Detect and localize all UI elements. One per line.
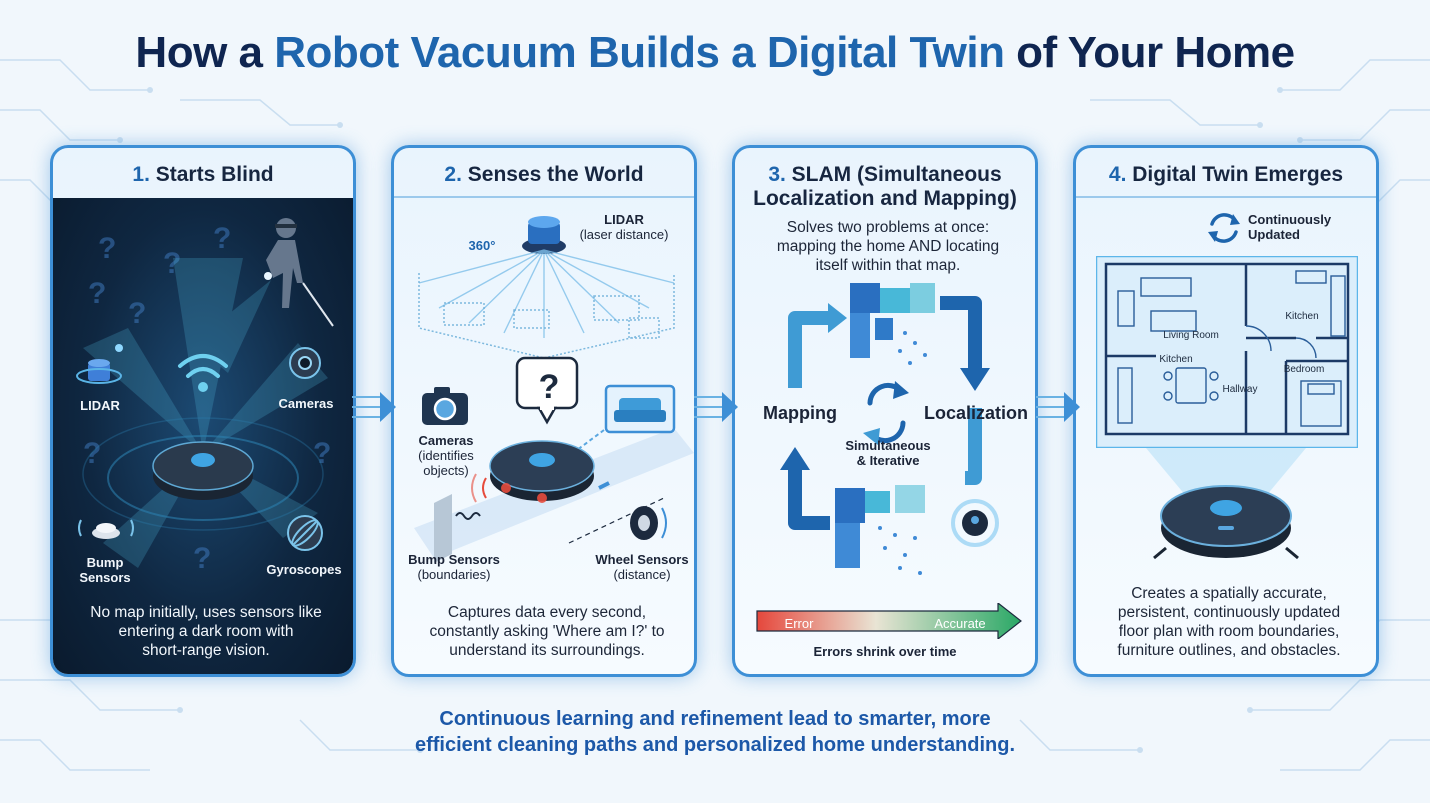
panel-4-header: 4. Digital Twin Emerges [1076, 163, 1376, 187]
wifi-icon [178, 354, 228, 392]
room-bedroom: Bedroom [1283, 364, 1325, 375]
camera-icon [422, 387, 468, 425]
room-hallway: Hallway [1222, 384, 1258, 395]
footer-line-1: Continuous learning and refinement lead … [439, 708, 991, 730]
panel-3-title-line-2: Localization and Mapping) [753, 187, 1017, 210]
panel-4-description: Creates a spatially accurate, persistent… [1117, 585, 1341, 659]
panel-1-title: Starts Blind [155, 163, 274, 186]
svg-text:?: ? [163, 247, 181, 280]
errors-shrink-caption: Errors shrink over time [813, 644, 957, 659]
lidar-label: LIDAR [80, 398, 120, 413]
sofa-detection-icon [568, 384, 676, 457]
panel-2-header: 2. Senses the World [394, 163, 694, 187]
robot-vacuum-icon [82, 417, 324, 531]
error-label: Error [784, 616, 814, 631]
panel-2-number: 2. [444, 163, 462, 186]
panel-1-header: 1. Starts Blind [53, 163, 353, 187]
title-part-1: How a [135, 28, 275, 77]
title-part-2: Robot Vacuum Builds a Digital Twin [274, 28, 1005, 77]
sync-icon [1208, 213, 1240, 243]
accurate-label: Accurate [934, 616, 986, 631]
wheel-sensors-label: Wheel Sensors(distance) [595, 552, 689, 582]
svg-text:?: ? [213, 222, 231, 255]
question-mark: ? [538, 368, 560, 406]
gyroscope-icon [287, 515, 323, 551]
dark-room-illustration: ???? ???? [76, 218, 334, 575]
wheel-sensor-icon [568, 481, 667, 544]
connector-arrow-1 [352, 392, 396, 422]
panel-2-divider [394, 196, 694, 198]
connector-arrow-2 [694, 392, 738, 422]
robot-localization-icon [951, 499, 999, 547]
cameras-label: Cameras [278, 396, 334, 411]
partial-map-bottom [835, 485, 925, 575]
loop-arrows [788, 296, 982, 530]
bump-wall-icon [434, 494, 481, 563]
connector-arrow-3 [1036, 392, 1080, 422]
bump-sensor-icon [78, 519, 134, 539]
gyroscopes-label: Gyroscopes [266, 562, 342, 577]
svg-text:?: ? [313, 437, 331, 470]
svg-text:?: ? [128, 297, 146, 330]
blind-person-icon [264, 218, 334, 327]
lidar-label: LIDAR(laser distance) [579, 212, 669, 242]
room-living: Living Room [1163, 330, 1219, 341]
svg-text:?: ? [98, 232, 116, 265]
panel-2-title: Senses the World [467, 163, 644, 186]
footer-line-2: efficient cleaning paths and personalize… [414, 734, 1016, 756]
room-kitchen-right: Kitchen [1285, 311, 1319, 322]
simultaneous-iterative-label: Simultaneous& Iterative [845, 438, 931, 468]
panel-1-number: 1. [132, 163, 150, 186]
footer-summary: Continuous learning and refinement lead … [0, 706, 1430, 758]
panel-2-description: Captures data every second, constantly a… [429, 604, 665, 659]
svg-text:?: ? [193, 542, 211, 575]
panel-slam: 3. SLAM (Simultaneous Localization and M… [732, 145, 1038, 677]
degree-label: 360° [468, 238, 496, 253]
panel-starts-blind: 1. Starts Blind ???? ???? [50, 145, 356, 677]
floor-plan [1096, 256, 1358, 448]
robot-vacuum-icon [471, 440, 595, 503]
robot-vacuum-icon [1153, 485, 1299, 560]
panel-1-description: No map initially, uses sensors like ente… [90, 604, 322, 659]
dark-room-scene: ???? ???? [53, 198, 353, 674]
svg-text:?: ? [88, 277, 106, 310]
localization-label: Localization [923, 403, 1028, 423]
projection-robot [1146, 448, 1306, 560]
panel-4-divider [1076, 196, 1376, 198]
senses-illustration [414, 216, 694, 563]
error-accuracy-arrow [756, 603, 1022, 639]
panel-4-number: 4. [1108, 163, 1127, 186]
question-bubble [515, 356, 579, 425]
panel-3-title-line-1: SLAM (Simultaneous [791, 163, 1002, 186]
page-title: How a Robot Vacuum Builds a Digital Twin… [0, 28, 1430, 78]
title-part-3: of Your Home [1004, 28, 1295, 77]
lidar-icon [76, 344, 123, 384]
panel-senses-the-world: 2. Senses the World [391, 145, 697, 677]
bump-sensors-label: Bump Sensors(boundaries) [408, 552, 500, 582]
panel-4-title: Digital Twin Emerges [1132, 163, 1344, 186]
mapping-label: Mapping [763, 403, 837, 423]
panel-3-number: 3. [768, 163, 786, 186]
svg-text:?: ? [83, 437, 101, 470]
camera-icon [289, 347, 321, 379]
lidar-unit-icon [522, 216, 566, 254]
panel-3-intro: Solves two problems at once: mapping the… [776, 219, 1000, 274]
partial-map-top [850, 283, 935, 365]
panel-3-header: 3. SLAM (Simultaneous Localization and M… [735, 163, 1035, 211]
slam-loop-diagram [780, 283, 999, 575]
room-kitchen-left: Kitchen [1159, 354, 1193, 365]
